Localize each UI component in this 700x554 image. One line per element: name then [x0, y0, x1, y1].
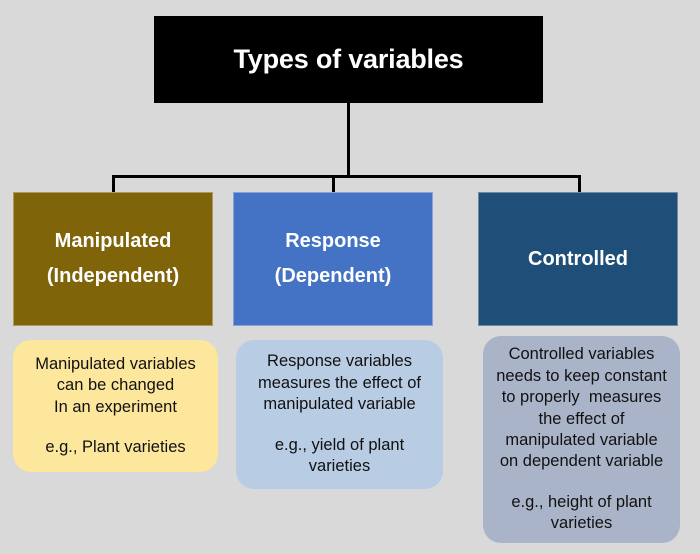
diagram-title-box: Types of variables: [154, 16, 543, 103]
connector-drop-response: [332, 175, 335, 193]
description-body-controlled: Controlled variables needs to keep const…: [496, 345, 667, 471]
description-example-manipulated: e.g., Plant varieties: [45, 437, 186, 456]
category-label-response-line2: (Dependent): [274, 265, 392, 287]
category-label-manipulated-line2: (Independent): [46, 265, 180, 287]
description-example-controlled: e.g., height of plant varieties: [511, 492, 652, 533]
description-box-manipulated: Manipulated variables can be changed In …: [13, 340, 218, 472]
connector-drop-manipulated: [112, 175, 115, 193]
connector-horizontal-bar: [112, 175, 581, 178]
page-title: Types of variables: [233, 44, 464, 74]
category-box-controlled: Controlled: [478, 192, 678, 326]
connector-title-stem: [347, 103, 350, 178]
connector-drop-controlled: [578, 175, 581, 193]
category-box-manipulated: Manipulated (Independent): [13, 192, 213, 326]
category-label-response-line1: Response: [285, 230, 381, 252]
category-box-response: Response (Dependent): [233, 192, 433, 326]
description-example-response: e.g., yield of plant varieties: [274, 435, 405, 476]
description-box-controlled: Controlled variables needs to keep const…: [483, 336, 680, 543]
category-label-manipulated-line1: Manipulated: [54, 230, 172, 252]
description-body-response: Response variables measures the effect o…: [258, 352, 421, 414]
description-body-manipulated: Manipulated variables can be changed In …: [35, 354, 196, 416]
description-box-response: Response variables measures the effect o…: [236, 340, 443, 489]
category-label-controlled-line1: Controlled: [528, 247, 628, 270]
